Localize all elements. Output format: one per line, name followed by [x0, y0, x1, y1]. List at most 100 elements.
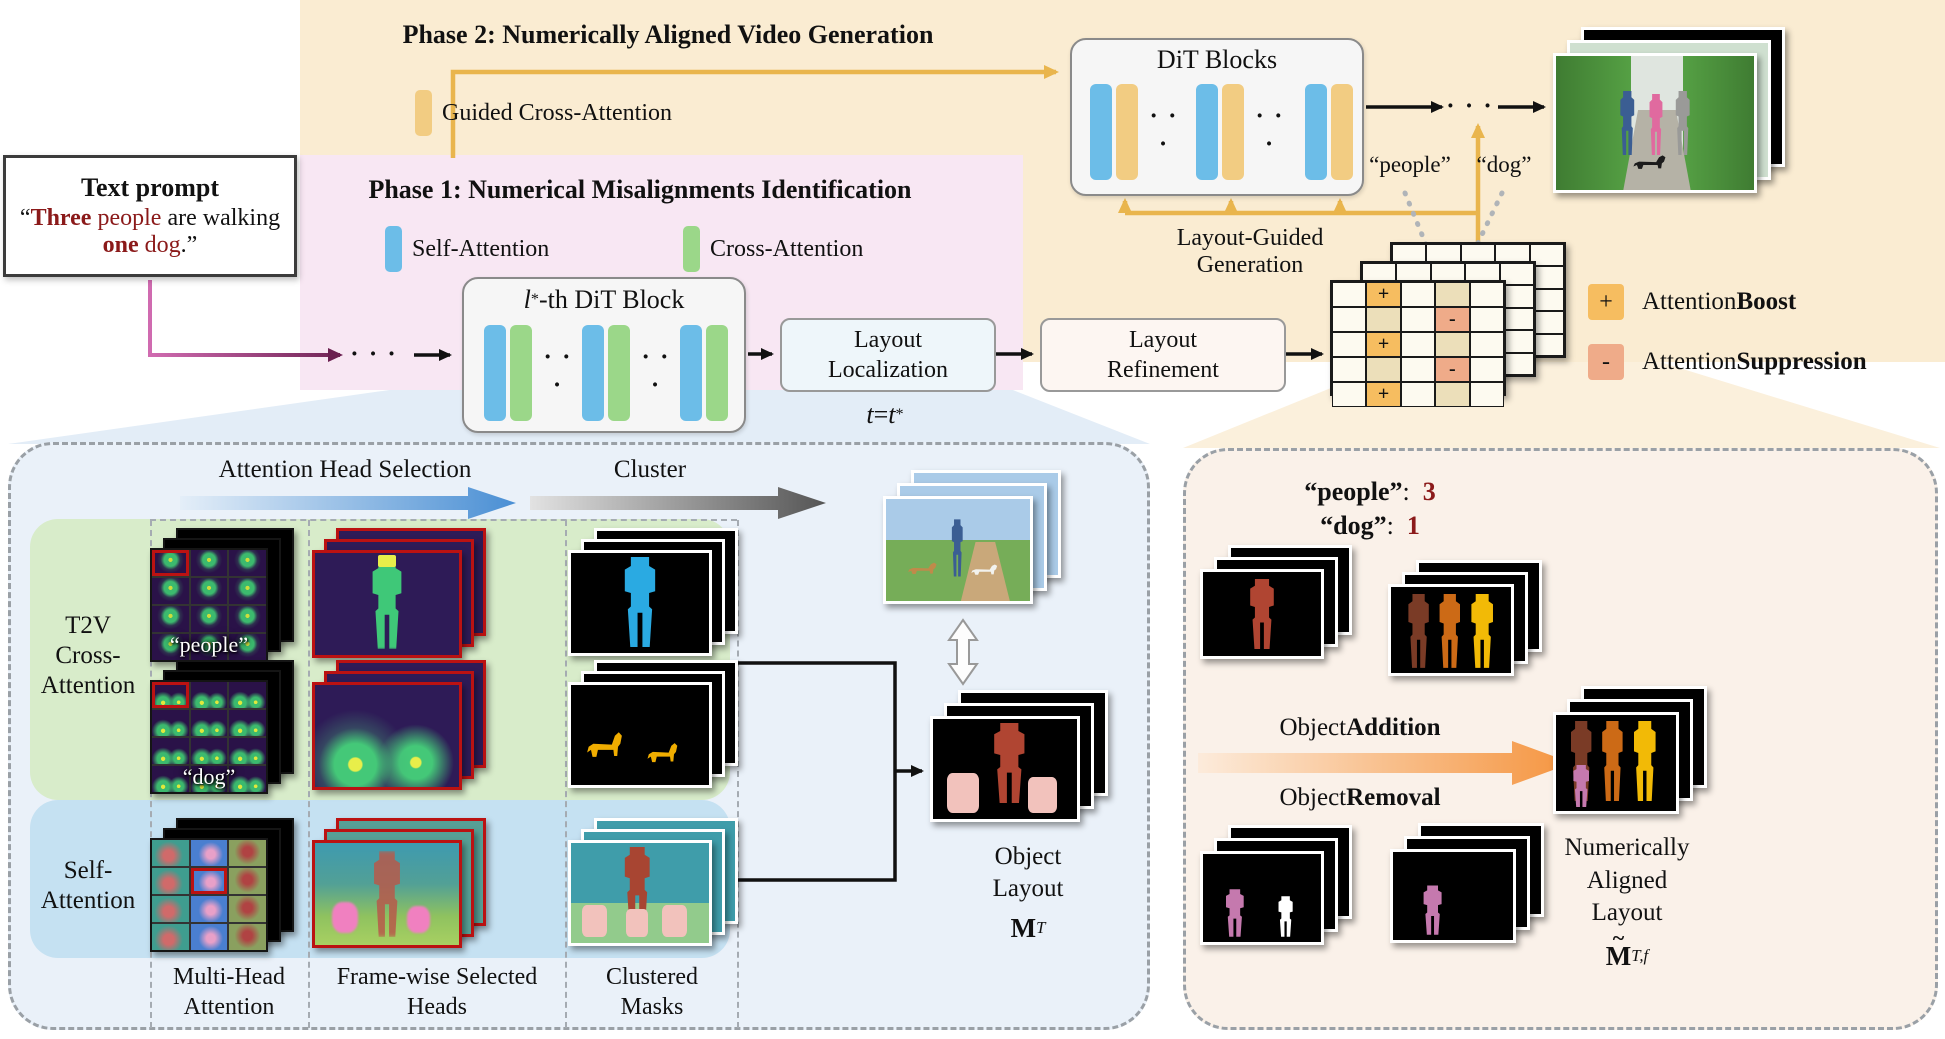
attention-grid-cell [1435, 282, 1470, 307]
guided-cross-attention-chip [415, 90, 432, 136]
row-label-self-attention: Self- Attention [28, 854, 148, 918]
mask-two-dogs [1200, 851, 1324, 945]
column-divider [308, 520, 310, 1028]
attention-tile [229, 896, 266, 922]
attention-grid-cell [1366, 357, 1401, 382]
attention-tile [190, 766, 228, 792]
tag-people-overlay: “people” [169, 632, 249, 657]
mask-dog-yellow [647, 743, 678, 763]
mask-blob-pink [626, 909, 649, 937]
attention-tile [190, 682, 228, 708]
framewise-heads-people-stack [312, 528, 486, 658]
math-sub-Tf: T,f [1631, 946, 1649, 965]
col-label-line: Multi-Head [173, 964, 285, 990]
attention-grid-cell [1469, 282, 1504, 307]
mask-two-dogs-stack [1200, 825, 1352, 945]
attention-grid-cell: - [1435, 357, 1470, 382]
attention-grid-cell [1366, 307, 1401, 332]
attention-tile [229, 634, 266, 660]
mask-blob-pink [662, 905, 687, 937]
guided-attention-bar [1331, 84, 1353, 180]
object-addition-bold: Addition [1346, 714, 1441, 741]
colon: : [1402, 477, 1423, 506]
attention-grid-cell [1469, 332, 1504, 357]
mask-person-orange [1602, 720, 1623, 802]
object-layout-stack [930, 690, 1136, 828]
guided-attention-bar [1222, 84, 1244, 180]
col-label-multi-head: Multi-Head Attention [152, 962, 306, 1022]
attention-grid-cell [1435, 332, 1470, 357]
aligned-layout-stack [1553, 686, 1707, 814]
object-removal-pre: Object [1279, 784, 1347, 811]
quote-open: “ [19, 205, 31, 231]
row-label-line: Attention [40, 672, 136, 699]
attention-blob-pink [332, 902, 359, 933]
suppression-label-pre: Attention [1642, 348, 1737, 375]
framewise-heads-self-stack [312, 818, 486, 948]
math-M: M [1010, 912, 1037, 943]
guided-attention-bar [1116, 84, 1138, 180]
layout-guided-generation-label: Layout-Guided Generation [1150, 222, 1350, 282]
attention-tile [229, 710, 266, 736]
math-t: t [866, 400, 874, 429]
attention-grid-cell: - [1435, 307, 1470, 332]
framewise-heads-dog [312, 682, 462, 790]
ellipsis: · · · [1255, 103, 1285, 158]
clustered-mask-dog-stack [568, 660, 738, 788]
refined-attention-grid-stack: +-+-+ [1330, 242, 1566, 407]
hedge-left [1556, 56, 1632, 190]
attention-tile [152, 682, 189, 708]
attention-grid-cell [1400, 307, 1436, 332]
equals: = [873, 400, 889, 429]
attention-tile [152, 738, 189, 764]
multihead-self-attention-stack [150, 818, 294, 952]
object-layout-line1: Object [994, 842, 1062, 870]
suppression-label-bold: Suppression [1736, 348, 1867, 375]
timestep-label: t = t* [820, 400, 950, 430]
attention-grid-cell [1469, 382, 1504, 407]
object-layout-mask [930, 716, 1080, 822]
attention-blob-person [374, 851, 400, 937]
col-label-line: Attention [183, 994, 275, 1020]
col-label-clustered-masks: Clustered Masks [572, 962, 732, 1022]
attention-tile [152, 766, 189, 792]
boost-label: Attention Boost [1642, 284, 1912, 320]
self-attention-bar [1196, 84, 1218, 180]
attention-grid-cell [1469, 357, 1504, 382]
suppression-chip: - [1588, 344, 1624, 380]
word-people: people [91, 205, 162, 231]
attention-grid-cell [1332, 282, 1367, 307]
attention-tile [229, 682, 266, 708]
dit-blocks-box: DiT Blocks · · · · · · [1070, 38, 1364, 196]
attention-tile-grid [152, 682, 266, 792]
tag-people: “people” [1369, 152, 1451, 177]
clustered-mask-people [568, 550, 712, 656]
word-dog: dog [138, 232, 181, 258]
count-people-word: “people” [1304, 477, 1403, 506]
framewise-heads-dog-stack [312, 660, 486, 790]
mask-blob-pink [947, 773, 980, 813]
text-prompt-box: Text prompt “Three people are walking on… [3, 155, 297, 277]
suppression-label: Attention Suppression [1642, 344, 1942, 380]
attention-tile [229, 924, 266, 950]
col-label-framewise: Frame-wise Selected Heads [312, 962, 562, 1022]
layout-refinement-box: Layout Refinement [1040, 318, 1286, 392]
attention-tile [152, 840, 189, 866]
mask-blob-pink [1028, 777, 1057, 813]
attention-tile [190, 868, 228, 894]
attention-grid-cell [1529, 244, 1564, 267]
guided-cross-attention-label: Guided Cross-Attention [442, 99, 672, 126]
object-addition-label: Object Addition [1230, 712, 1490, 744]
row-divider [150, 519, 737, 521]
clustered-mask-people-stack [568, 528, 738, 656]
attention-tile [229, 840, 266, 866]
attention-grid-cell [1332, 382, 1367, 407]
phase2-title: Phase 2: Numerically Aligned Video Gener… [402, 20, 934, 49]
lstar-dit-block: l*-th DiT Block · · · · · · [462, 277, 746, 433]
attention-tile [229, 738, 266, 764]
person-navy [1620, 90, 1635, 156]
attention-tile-grid [152, 840, 266, 950]
mask-three-people-stack [1388, 560, 1542, 676]
